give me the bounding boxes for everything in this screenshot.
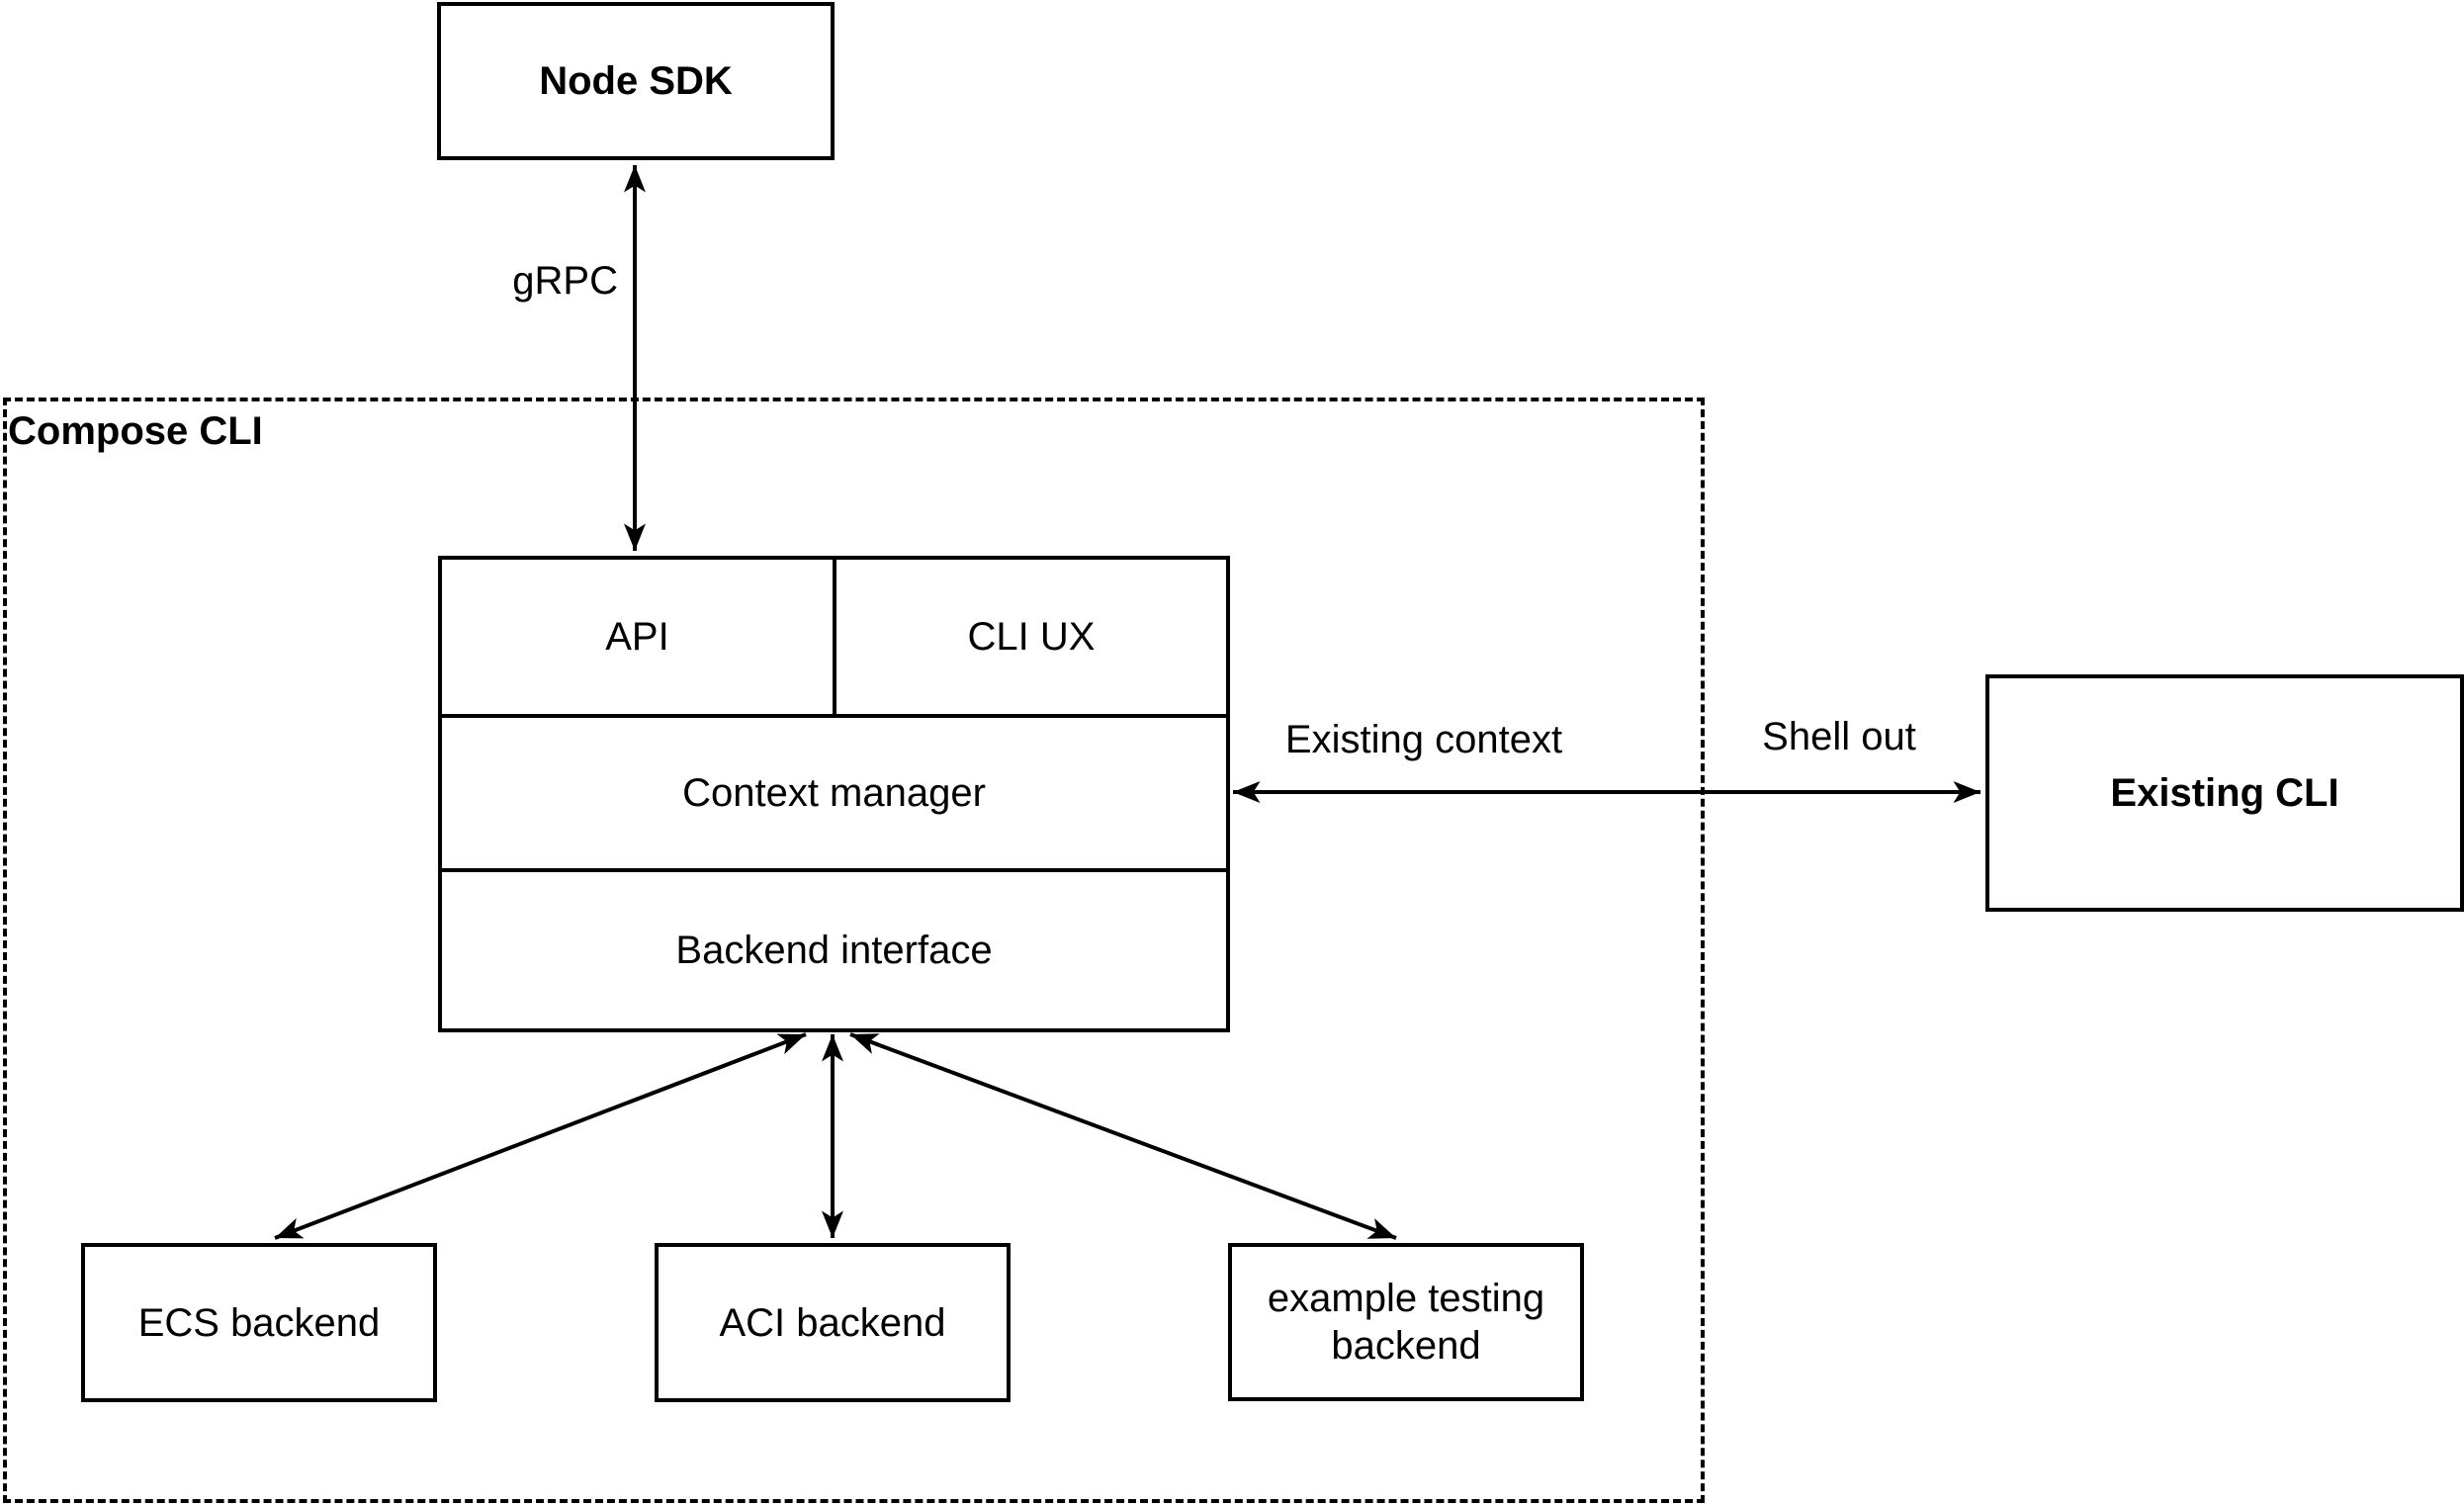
compose-cli-core-box: API CLI UX Context manager Backend inter… [438,556,1230,1032]
context-manager-box: Context manager [442,718,1226,872]
context-manager-label: Context manager [682,770,986,815]
compose-cli-label: Compose CLI [8,409,263,453]
existing-cli-label: Existing CLI [2110,771,2339,815]
compose-cli-container [3,398,1705,1503]
ecs-backend-label: ECS backend [137,1300,381,1345]
example-testing-backend-label: example testing backend [1267,1277,1545,1368]
example-testing-backend-box: example testing backend [1228,1243,1584,1401]
node-sdk-box: Node SDK [437,2,835,160]
cli-ux-box: CLI UX [836,560,1226,714]
grpc-edge-label: gRPC [512,259,618,303]
backend-interface-label: Backend interface [675,928,993,972]
api-label: API [605,614,669,659]
example-backend-arrow [849,1032,1397,1240]
shell-out-edge-label: Shell out [1762,715,1916,758]
backend-interface-box: Backend interface [442,872,1226,1028]
aci-backend-label: ACI backend [719,1300,946,1345]
api-cliux-row: API CLI UX [442,560,1226,718]
existing-cli-box: Existing CLI [1985,674,2464,912]
api-box: API [442,560,836,714]
node-sdk-label: Node SDK [539,59,733,103]
aci-backend-box: ACI backend [655,1243,1011,1402]
ecs-backend-arrow [274,1032,807,1240]
existing-context-edge-label: Existing context [1284,718,1563,761]
ecs-backend-box: ECS backend [81,1243,437,1402]
cli-ux-label: CLI UX [967,614,1096,659]
